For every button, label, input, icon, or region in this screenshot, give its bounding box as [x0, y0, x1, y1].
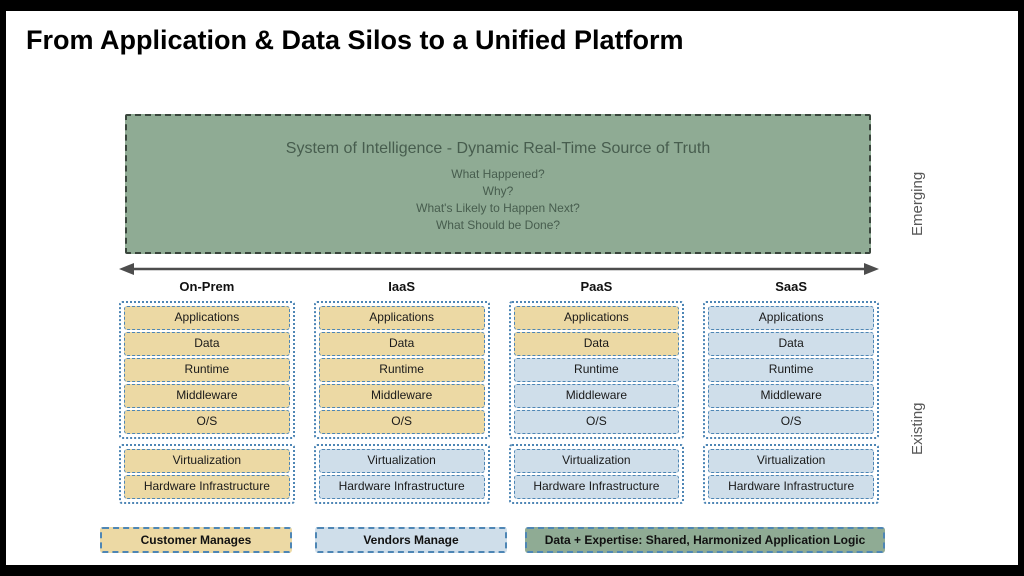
emerging-label: Emerging	[909, 171, 926, 236]
stack-row-runtime: Runtime	[708, 358, 874, 382]
double-arrow-icon	[119, 263, 879, 275]
question-line: Why?	[482, 184, 514, 198]
stack-row-applications: Applications	[318, 306, 485, 330]
question-line: What Happened?	[451, 167, 545, 181]
column-header: On-Prem	[179, 279, 235, 294]
stack-row-o-s: O/S	[318, 410, 485, 434]
intelligence-questions: What Happened? Why? What's Likely to Happe…	[127, 166, 869, 234]
question-line: What's Likely to Happen Next?	[416, 201, 580, 215]
stack-row-hardware-infrastructure: Hardware Infrastructure	[513, 475, 680, 499]
stack-row-runtime: Runtime	[513, 358, 680, 382]
stack-row-o-s: O/S	[708, 410, 874, 434]
column-header: IaaS	[388, 279, 415, 294]
system-of-intelligence-box: System of Intelligence - Dynamic Real-Ti…	[125, 114, 871, 254]
stack-row-data: Data	[318, 332, 485, 356]
question-line: What Should be Done?	[435, 218, 561, 232]
stack-row-hardware-infrastructure: Hardware Infrastructure	[124, 475, 290, 499]
stack-row-virtualization: Virtualization	[708, 449, 874, 473]
stack-row-virtualization: Virtualization	[124, 449, 290, 473]
stack-row-virtualization: Virtualization	[318, 449, 485, 473]
stack-row-virtualization: Virtualization	[513, 449, 680, 473]
legend-shared: Data + Expertise: Shared, Harmonized App…	[525, 527, 885, 553]
existing-label: Existing	[909, 402, 926, 455]
column-header: PaaS	[580, 279, 613, 294]
stack-row-middleware: Middleware	[318, 384, 485, 408]
stack-row-hardware-infrastructure: Hardware Infrastructure	[708, 475, 874, 499]
legend-vendor: Vendors Manage	[315, 527, 507, 553]
legend-customer: Customer Manages	[100, 527, 292, 553]
stack-row-runtime: Runtime	[318, 358, 485, 382]
stack-row-o-s: O/S	[513, 410, 680, 434]
stack-row-applications: Applications	[708, 306, 874, 330]
slide: From Application & Data Silos to a Unifi…	[6, 11, 1018, 565]
stack-row-middleware: Middleware	[708, 384, 874, 408]
intelligence-title: System of Intelligence - Dynamic Real-Ti…	[285, 140, 711, 157]
stack-row-middleware: Middleware	[124, 384, 290, 408]
column-header: SaaS	[775, 279, 808, 294]
stack-row-applications: Applications	[124, 306, 290, 330]
stack-row-middleware: Middleware	[513, 384, 680, 408]
stack-row-hardware-infrastructure: Hardware Infrastructure	[318, 475, 485, 499]
stack-row-data: Data	[513, 332, 680, 356]
stack-row-data: Data	[708, 332, 874, 356]
stack-row-runtime: Runtime	[124, 358, 290, 382]
spectrum-arrow	[119, 261, 879, 277]
stack-row-applications: Applications	[513, 306, 680, 330]
stack-row-data: Data	[124, 332, 290, 356]
slide-title: From Application & Data Silos to a Unifi…	[26, 25, 684, 55]
stack-row-o-s: O/S	[124, 410, 290, 434]
